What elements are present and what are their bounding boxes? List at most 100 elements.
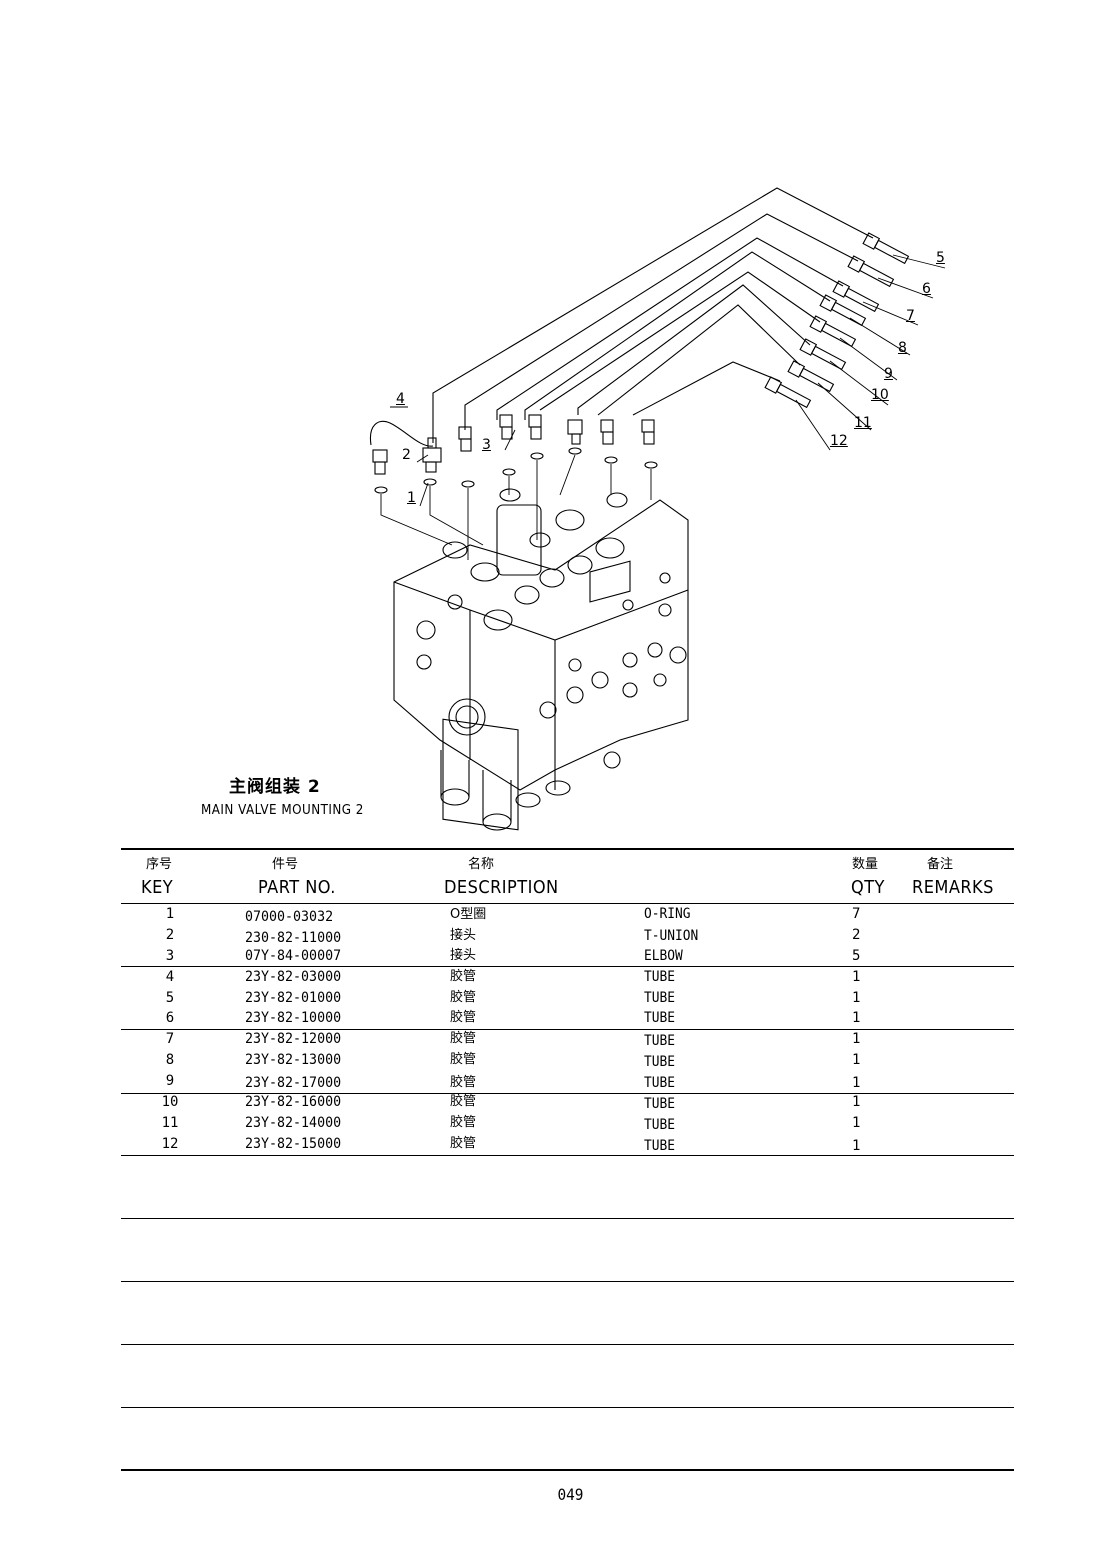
callout-6: 6 bbox=[922, 281, 931, 297]
row-name-en: TUBE bbox=[644, 1010, 676, 1026]
row-key: 8 bbox=[165, 1052, 175, 1068]
hose-lines bbox=[369, 187, 874, 447]
blank-rule bbox=[121, 1407, 1014, 1408]
callout-7: 7 bbox=[906, 308, 915, 324]
row-name-cn: 胶管 bbox=[450, 1136, 477, 1151]
fittings bbox=[372, 414, 658, 494]
header-desc-cn: 名称 bbox=[468, 857, 495, 872]
callout-8: 8 bbox=[898, 340, 907, 356]
row-name-en: TUBE bbox=[644, 969, 676, 985]
row-part-no: 23Y-82-03000 bbox=[245, 969, 342, 985]
row-part-no: 07Y-84-00007 bbox=[245, 948, 342, 964]
row-name-cn: 胶管 bbox=[450, 990, 477, 1005]
header-part: PART NO. bbox=[258, 877, 336, 898]
row-name-en: TUBE bbox=[644, 1054, 676, 1070]
row-name-en: T-UNION bbox=[644, 928, 699, 944]
row-key: 11 bbox=[161, 1115, 179, 1131]
row-name-cn: O型圈 bbox=[450, 907, 487, 922]
callout-4: 4 bbox=[396, 391, 405, 407]
row-key: 1 bbox=[165, 906, 175, 922]
callout-3: 3 bbox=[482, 437, 491, 453]
row-key: 7 bbox=[165, 1031, 175, 1047]
row-qty: 2 bbox=[852, 927, 861, 943]
row-qty: 1 bbox=[852, 1052, 861, 1068]
table-row: 1 07000-03032 O型圈 O-RING 7 bbox=[0, 904, 1103, 925]
header-key: KEY bbox=[141, 877, 174, 898]
row-name-en: ELBOW bbox=[644, 948, 683, 964]
header-qty-cn: 数量 bbox=[852, 857, 879, 872]
row-part-no: 23Y-82-15000 bbox=[245, 1136, 342, 1152]
page-bottom-rule bbox=[121, 1469, 1014, 1471]
callout-10: 10 bbox=[871, 387, 889, 403]
header-part-cn: 件号 bbox=[272, 857, 299, 872]
row-name-en: TUBE bbox=[644, 1117, 676, 1133]
assembly-title-cn: 主阀组装 2 bbox=[229, 777, 321, 797]
row-part-no: 23Y-82-13000 bbox=[245, 1052, 342, 1068]
blank-rule bbox=[121, 1344, 1014, 1345]
callout-1: 1 bbox=[407, 490, 416, 506]
header-key-cn: 序号 bbox=[146, 857, 173, 872]
row-name-cn: 胶管 bbox=[450, 969, 477, 984]
row-name-cn: 胶管 bbox=[450, 1052, 477, 1067]
blank-rule bbox=[121, 1218, 1014, 1219]
header-qty: QTY bbox=[851, 877, 885, 898]
row-key: 10 bbox=[161, 1094, 179, 1110]
row-qty: 1 bbox=[852, 1115, 861, 1131]
row-part-no: 07000-03032 bbox=[245, 909, 334, 925]
row-name-cn: 胶管 bbox=[450, 1010, 477, 1025]
row-qty: 1 bbox=[852, 1010, 861, 1026]
row-part-no: 23Y-82-16000 bbox=[245, 1094, 342, 1110]
row-key: 9 bbox=[165, 1073, 175, 1089]
row-qty: 1 bbox=[852, 1094, 861, 1110]
row-qty: 1 bbox=[852, 1138, 861, 1154]
row-part-no: 23Y-82-12000 bbox=[245, 1031, 342, 1047]
row-name-en: TUBE bbox=[644, 1096, 676, 1112]
header-remarks-cn: 备注 bbox=[927, 857, 954, 872]
row-name-en: TUBE bbox=[644, 1033, 676, 1049]
row-name-en: TUBE bbox=[644, 1138, 676, 1154]
row-part-no: 23Y-82-10000 bbox=[245, 1010, 342, 1026]
blank-rule bbox=[121, 1281, 1014, 1282]
table-bottom-rule bbox=[121, 1155, 1014, 1156]
row-key: 2 bbox=[165, 927, 175, 943]
table-row: 12 23Y-82-15000 胶管 TUBE 1 bbox=[0, 1134, 1103, 1154]
drop-lines bbox=[380, 454, 652, 560]
table-row: 2 230-82-11000 接头 T-UNION 2 bbox=[0, 925, 1103, 946]
row-name-cn: 胶管 bbox=[450, 1031, 477, 1046]
row-qty: 1 bbox=[852, 969, 861, 985]
callout-2: 2 bbox=[402, 447, 411, 463]
assembly-title-en: MAIN VALVE MOUNTING 2 bbox=[201, 803, 364, 818]
valve-assembly-drawing bbox=[369, 187, 946, 831]
table-row: 3 07Y-84-00007 接头 ELBOW 5 bbox=[0, 946, 1103, 966]
row-part-no: 23Y-82-14000 bbox=[245, 1115, 342, 1131]
row-qty: 1 bbox=[852, 990, 861, 1006]
header-desc: DESCRIPTION bbox=[444, 877, 559, 898]
row-part-no: 23Y-82-01000 bbox=[245, 990, 342, 1006]
callout-12: 12 bbox=[830, 433, 848, 449]
table-row: 9 23Y-82-17000 胶管 TUBE 1 bbox=[0, 1071, 1103, 1091]
valve-block bbox=[393, 488, 689, 831]
row-part-no: 23Y-82-17000 bbox=[245, 1075, 342, 1091]
table-row: 7 23Y-82-12000 胶管 TUBE 1 bbox=[0, 1029, 1103, 1049]
table-row: 8 23Y-82-13000 胶管 TUBE 1 bbox=[0, 1050, 1103, 1070]
row-name-en: O-RING bbox=[644, 906, 691, 922]
row-name-cn: 胶管 bbox=[450, 1115, 477, 1130]
table-row: 11 23Y-82-14000 胶管 TUBE 1 bbox=[0, 1113, 1103, 1133]
group-rule bbox=[121, 966, 1014, 967]
row-name-en: TUBE bbox=[644, 1075, 676, 1091]
row-key: 12 bbox=[161, 1136, 179, 1152]
header-remarks: REMARKS bbox=[912, 877, 994, 898]
row-key: 6 bbox=[165, 1010, 175, 1026]
row-name-cn: 接头 bbox=[450, 928, 477, 943]
row-key: 4 bbox=[165, 969, 175, 985]
row-part-no: 230-82-11000 bbox=[245, 930, 342, 946]
row-qty: 1 bbox=[852, 1031, 861, 1047]
table-top-rule bbox=[121, 848, 1014, 850]
row-key: 3 bbox=[165, 948, 175, 964]
row-qty: 1 bbox=[852, 1075, 861, 1091]
row-key: 5 bbox=[165, 990, 175, 1006]
table-row: 6 23Y-82-10000 胶管 TUBE 1 bbox=[0, 1008, 1103, 1028]
table-row: 4 23Y-82-03000 胶管 TUBE 1 bbox=[0, 967, 1103, 987]
callout-11: 11 bbox=[854, 415, 872, 431]
callout-leaders bbox=[390, 254, 946, 507]
